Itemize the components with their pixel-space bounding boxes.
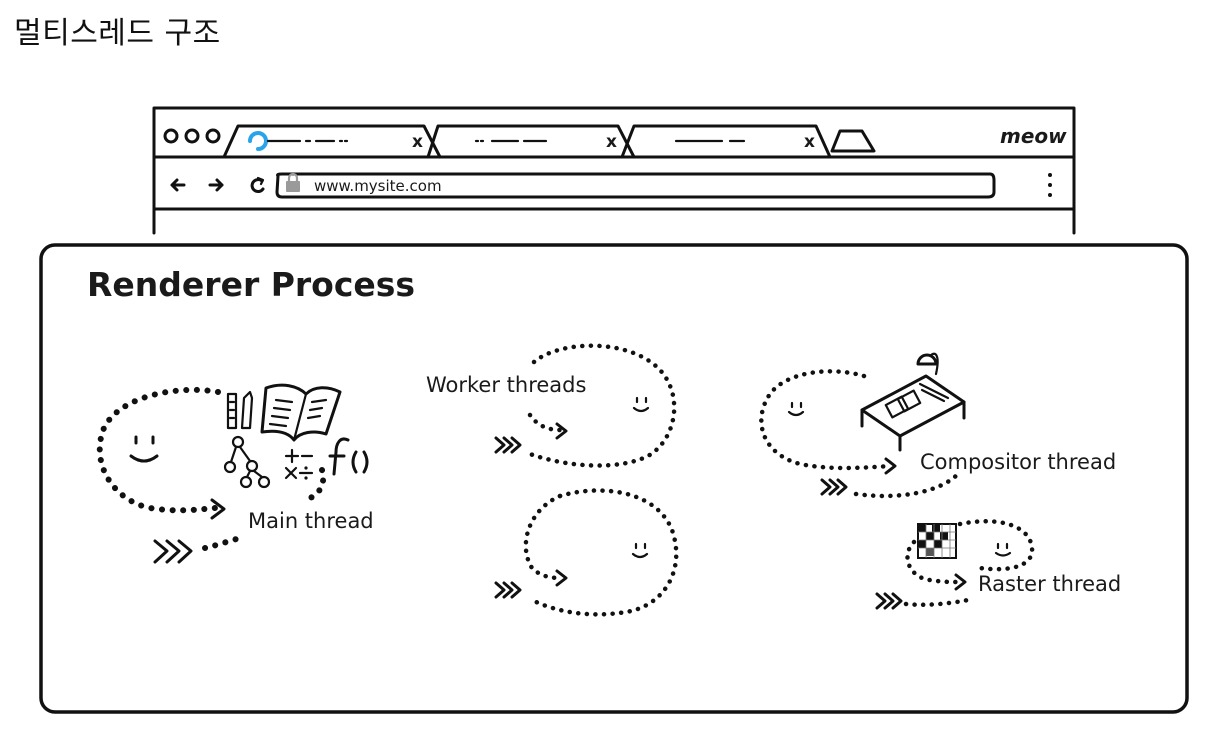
function-icon — [328, 437, 369, 476]
renderer-process-title: Renderer Process — [87, 265, 415, 304]
back-icon[interactable] — [170, 178, 186, 192]
browser-brand: meow — [1000, 124, 1067, 148]
tab-2-close-icon[interactable]: x — [606, 132, 617, 152]
address-bar[interactable] — [275, 172, 996, 199]
main-thread-chevrons-icon — [153, 539, 193, 564]
menu-icon[interactable] — [1048, 173, 1052, 197]
worker-threads: Worker threads — [426, 343, 679, 617]
pencils-icon — [226, 390, 254, 430]
compositor-thread-chevrons-icon — [820, 478, 848, 496]
raster-thread: Raster thread — [875, 519, 1121, 610]
main-thread-face-icon — [129, 435, 159, 463]
pixel-grid-icon — [917, 523, 957, 559]
book-icon — [260, 383, 342, 442]
page-heading: 멀티스레드 구조 — [14, 16, 221, 51]
address-bar-url: www.mysite.com — [314, 177, 442, 195]
renderer-process-box — [39, 243, 1189, 714]
raster-thread-face-icon — [994, 542, 1012, 557]
new-tab-button[interactable] — [830, 129, 876, 153]
reload-icon[interactable] — [250, 176, 265, 194]
lock-icon — [286, 172, 300, 192]
forward-icon[interactable] — [208, 178, 224, 192]
worker-thread-2-face-icon — [631, 542, 649, 559]
worker-threads-label: Worker threads — [426, 373, 586, 397]
browser-window: x x x meow — [152, 106, 1076, 235]
raster-thread-label: Raster thread — [978, 572, 1121, 596]
tab-3[interactable]: x — [620, 124, 832, 159]
compositor-thread-face-icon — [787, 401, 805, 417]
loading-spinner-icon — [248, 131, 268, 151]
tree-icon — [223, 435, 271, 489]
compositor-thread: Compositor thread — [759, 352, 1116, 499]
worker-thread-1-chevrons-icon — [494, 436, 522, 454]
worker-thread-1-face-icon — [632, 396, 650, 413]
raster-thread-chevrons-icon — [875, 592, 903, 610]
tab-2[interactable]: x — [426, 124, 636, 159]
main-thread-arrow-icon — [210, 498, 226, 520]
main-thread: Main thread — [96, 383, 374, 564]
window-controls[interactable] — [163, 128, 221, 144]
tab-1[interactable]: x — [222, 124, 442, 159]
worker-thread-2-chevrons-icon — [494, 581, 522, 599]
compositor-thread-label: Compositor thread — [920, 450, 1116, 474]
drafting-table-icon — [860, 352, 966, 452]
tab-3-close-icon[interactable]: x — [804, 132, 815, 152]
main-thread-label: Main thread — [248, 509, 374, 533]
math-symbols-icon — [284, 448, 314, 480]
tab-1-close-icon[interactable]: x — [412, 132, 423, 152]
